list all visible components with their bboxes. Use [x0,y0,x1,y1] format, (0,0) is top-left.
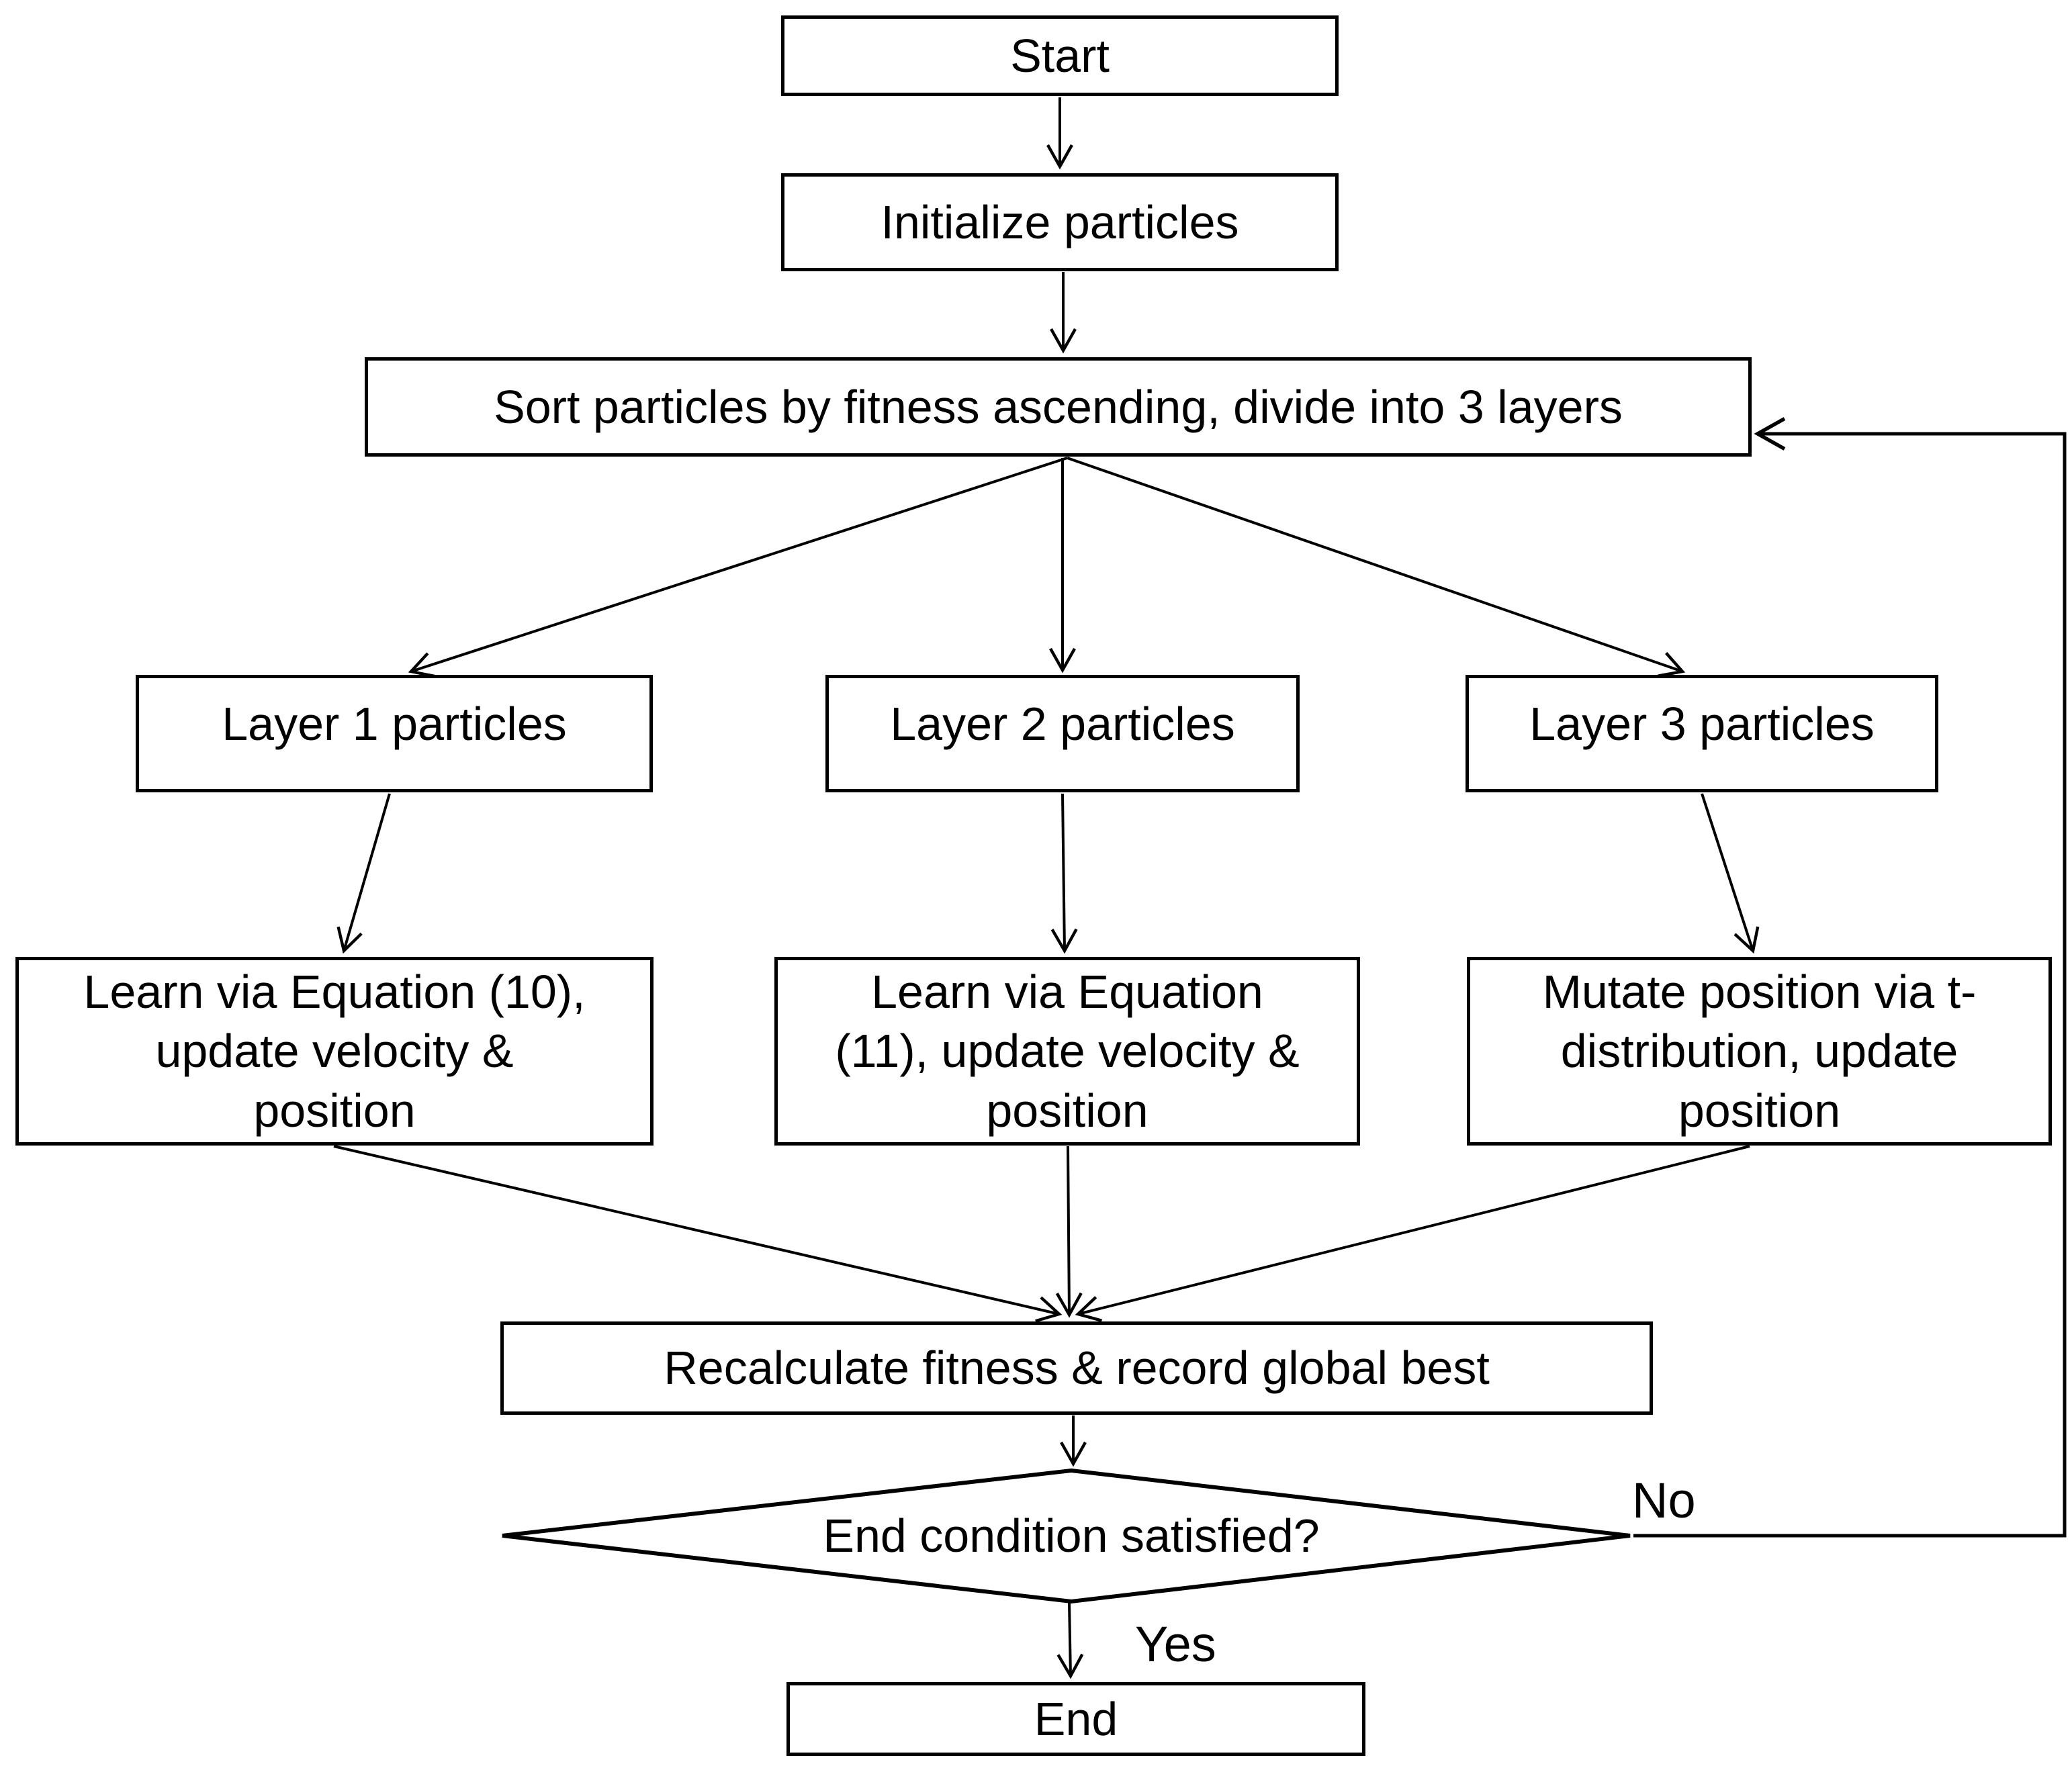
decision-label: End condition satisfied? [823,1509,1320,1562]
arrow-sort-to-layer1 [408,457,1068,678]
node-end: End [786,1682,1365,1756]
node-layer3-particles: Layer 3 particles [1466,675,1938,792]
node-sort-particles: Sort particles by fitness ascending, div… [365,357,1752,457]
node-mutate-position: Mutate position via t- distribution, upd… [1467,957,2052,1146]
node-start: Start [781,15,1339,96]
decision-diamond [502,1468,1631,1604]
node-layer1-particles: Layer 1 particles [136,675,653,792]
arrow-learn2-to-recalculate [1055,1146,1083,1318]
node-layer2-particles: Layer 2 particles [825,675,1300,792]
node-initialize-particles: Initialize particles [781,173,1339,271]
node-learn-equation-11: Learn via Equation (11), update velocity… [774,957,1360,1146]
arrow-layer2-to-learn2 [1050,793,1078,954]
arrow-layer3-to-mutate [1701,793,1760,954]
edge-label-no: No [1632,1473,1696,1528]
arrow-decision-to-end [1056,1602,1084,1679]
node-recalculate-fitness: Recalculate fitness & record global best [500,1321,1653,1415]
arrow-no-feedback-loop [1633,417,2067,1538]
arrow-sort-to-layer3 [1067,457,1686,678]
arrow-layer1-to-learn1 [336,793,391,954]
arrow-mutate-to-recalculate [1075,1145,1750,1322]
edge-label-yes: Yes [1135,1616,1216,1672]
node-learn-equation-10: Learn via Equation (10), update velocity… [15,957,654,1146]
arrow-learn1-to-recalculate [333,1145,1063,1323]
